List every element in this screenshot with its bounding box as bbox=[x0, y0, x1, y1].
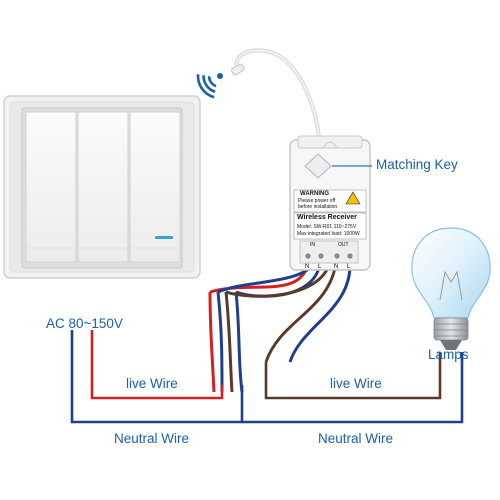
receiver-warning-line1: Please power off bbox=[298, 198, 336, 204]
neutral-wire-left-label: Neutral Wire bbox=[114, 431, 190, 446]
wire-bundle-left bbox=[208, 291, 244, 393]
receiver-terminal-out: OUT bbox=[338, 242, 349, 248]
receiver-warning-line2: before installation bbox=[298, 204, 338, 210]
receiver-terminal-label: N bbox=[334, 264, 339, 270]
lamps-label: Lamps bbox=[428, 347, 469, 362]
live-wire-right-label: live Wire bbox=[330, 376, 382, 391]
receiver-terminal-in: IN bbox=[310, 242, 315, 248]
circuit-lines bbox=[70, 330, 464, 424]
receiver-terminal-label: L bbox=[318, 264, 322, 270]
light-bulb-icon bbox=[411, 227, 491, 350]
antenna-wire bbox=[231, 48, 322, 149]
matching-key-label: Matching Key bbox=[376, 157, 458, 172]
indicator-light bbox=[155, 236, 173, 239]
receiver-terminal-label: N bbox=[305, 264, 310, 270]
ac-input-label: AC 80~150V bbox=[46, 316, 123, 331]
receiver-load-line: Max integrated load: 1000W bbox=[297, 231, 360, 237]
receiver-terminal-label: L bbox=[347, 264, 351, 270]
wireless-signal-icon bbox=[196, 73, 223, 99]
receiver-model-title: Wireless Receiver bbox=[297, 214, 357, 221]
matching-key-button bbox=[304, 153, 332, 179]
triple-wall-switch bbox=[3, 95, 201, 279]
neutral-wire-right-label: Neutral Wire bbox=[318, 431, 394, 446]
receiver-warning-title: WARNING bbox=[300, 191, 329, 197]
live-wire-left-label: live Wire bbox=[126, 376, 178, 391]
receiver-model-line: Model: SW-R01 110~275V bbox=[297, 224, 357, 230]
wireless-receiver bbox=[289, 135, 371, 271]
